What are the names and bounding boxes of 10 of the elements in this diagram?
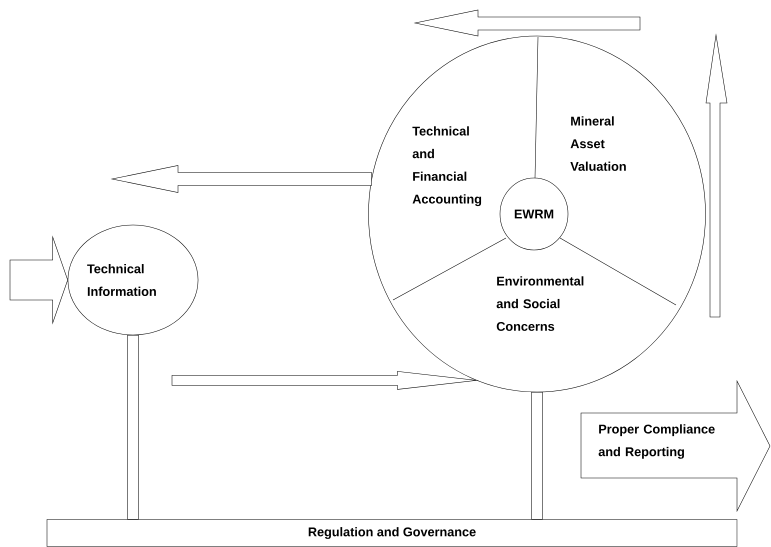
wheel-circle: [368, 36, 706, 392]
post: [531, 392, 543, 520]
post: [127, 335, 139, 520]
block-arrow: [10, 235, 68, 325]
sector-label: Environmental and Social Concerns: [496, 276, 584, 331]
base-bar: Regulation and Governance: [46, 519, 738, 547]
block-arrow: [172, 371, 479, 390]
sector-label: Mineral Asset Valuation: [570, 116, 626, 171]
block-arrow: [110, 165, 372, 193]
sector-label: Technical and Financial Accounting: [412, 126, 482, 206]
